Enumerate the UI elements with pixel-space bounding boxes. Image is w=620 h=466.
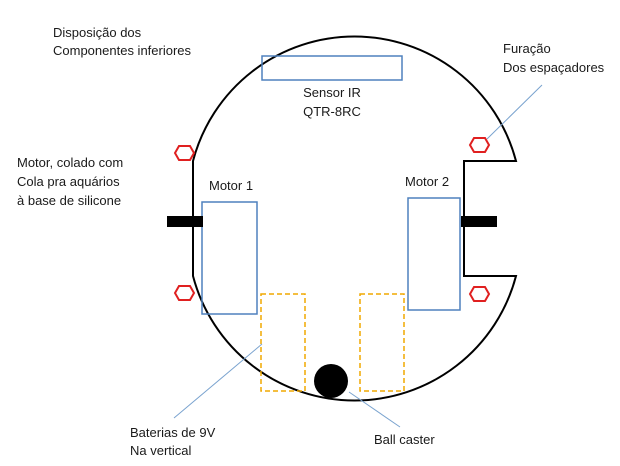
sensor-label-line-2: QTR-8RC [303,104,361,119]
batteries-leader-line [173,343,263,419]
sensor-ir-box [261,55,403,81]
motor-note-line-2: Cola pra aquários [17,174,120,189]
motor-note-line-3: à base de silicone [17,193,121,208]
ball-caster-label: Ball caster [374,432,435,447]
motor-2-label: Motor 2 [405,174,449,189]
batteries-label-line-2: Na vertical [130,443,192,458]
motor-2-box [407,197,461,311]
motor-note-line-1: Motor, colado com [17,155,123,170]
spacer-hole-top-right [468,137,491,153]
title-line-2: Componentes inferiores [53,43,192,58]
motor-1-label: Motor 1 [209,178,253,193]
motor-1-box [201,201,258,315]
battery-2-box [359,293,405,392]
chassis-outline [192,35,518,402]
motor-1-shaft [167,216,203,227]
spacer-hole-bottom-left [173,285,196,301]
sensor-label-line-1: Sensor IR [303,85,361,100]
spacer-hole-top-left [173,145,196,161]
ball-caster [314,364,348,398]
motor-2-shaft [461,216,497,227]
holes-label-line-2: Dos espaçadores [503,60,605,75]
holes-label-line-1: Furação [503,41,551,56]
battery-1-box [260,293,306,392]
holes-leader-line [486,84,543,140]
batteries-label-line-1: Baterias de 9V [130,425,216,440]
spacer-hole-bottom-right [468,286,491,302]
title-line-1: Disposição dos [53,25,142,40]
ball-caster-leader-line [348,391,401,428]
